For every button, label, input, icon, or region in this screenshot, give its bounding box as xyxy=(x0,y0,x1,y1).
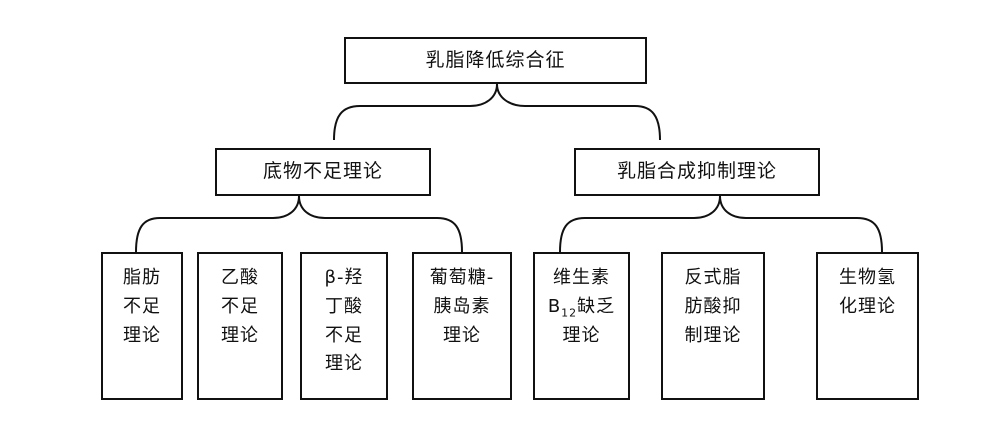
leaf-line: 不足 xyxy=(324,324,363,346)
leaf-node-acetate: 乙酸 不足 理论 xyxy=(197,252,283,400)
root-brace xyxy=(333,83,661,141)
leaf-line: 反式脂 xyxy=(684,267,742,288)
leaf-node-trans-fatty-acid: 反式脂 肪酸抑 制理论 xyxy=(661,252,765,400)
leaf-line: 制理论 xyxy=(684,324,742,346)
leaf-line: 理论 xyxy=(324,353,363,375)
leaf-line: 不足 xyxy=(123,295,161,317)
branch-node-inhibition: 乳脂合成抑制理论 xyxy=(574,148,820,196)
leaf-line: β-羟 xyxy=(324,267,364,288)
branch-node-substrate: 底物不足理论 xyxy=(215,148,431,196)
leaf-line: 肪酸抑 xyxy=(684,295,742,317)
leaf-line: 生物氢 xyxy=(839,267,896,288)
leaf-line-b12: B12缺乏 xyxy=(548,293,615,322)
leaf-node-glucose-insulin: 葡萄糖- 胰岛素 理论 xyxy=(412,252,512,400)
leaf-line: 理论 xyxy=(562,324,601,346)
root-node-label: 乳脂降低综合征 xyxy=(425,48,566,71)
leaf-node-vitamin-b12: 维生素 B12缺乏 理论 xyxy=(533,252,630,400)
leaf-line: 理论 xyxy=(443,324,481,346)
leaf-line: 理论 xyxy=(221,324,259,346)
left-branch-brace xyxy=(135,195,463,253)
leaf-line: 胰岛素 xyxy=(433,295,491,317)
deficiency-text: 缺乏 xyxy=(577,295,616,317)
leaf-line: 不足 xyxy=(221,295,259,317)
leaf-line: 乙酸 xyxy=(221,267,259,288)
b-letter: B xyxy=(547,295,562,317)
branch-node-label: 底物不足理论 xyxy=(262,160,383,183)
leaf-line: 理论 xyxy=(123,324,161,346)
leaf-line: 丁酸 xyxy=(324,295,363,317)
leaf-line: 葡萄糖- xyxy=(429,267,495,288)
leaf-node-bhb: β-羟 丁酸 不足 理论 xyxy=(300,252,388,400)
leaf-node-fat: 脂肪 不足 理论 xyxy=(101,252,183,400)
right-branch-brace xyxy=(559,195,883,253)
root-node: 乳脂降低综合征 xyxy=(344,37,647,84)
leaf-node-biohydrogenation: 生物氢 化理论 xyxy=(816,252,919,400)
leaf-line: 脂肪 xyxy=(123,267,161,288)
branch-node-label: 乳脂合成抑制理论 xyxy=(616,160,777,183)
leaf-line: 化理论 xyxy=(839,295,896,317)
subscript-12: 12 xyxy=(561,306,578,320)
leaf-line: 维生素 xyxy=(552,267,610,288)
